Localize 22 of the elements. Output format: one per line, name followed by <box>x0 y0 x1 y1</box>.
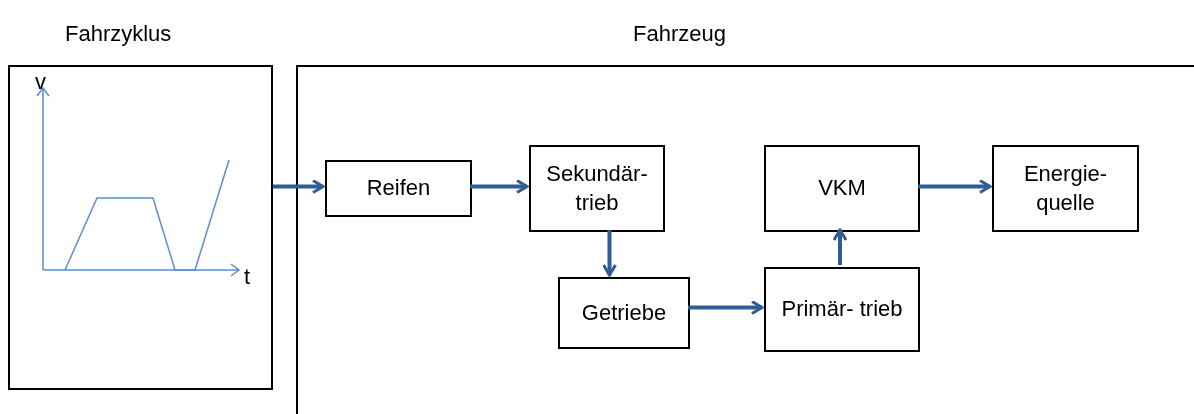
group-title: Fahrzeug <box>633 21 726 47</box>
box-label: Sekundär- trieb <box>545 159 649 217</box>
box-label: VKM <box>817 174 867 203</box>
axis-label: v <box>35 69 46 95</box>
box-label: Getriebe <box>580 298 668 327</box>
process-box <box>325 160 472 217</box>
arrow <box>602 230 617 277</box>
arrow <box>918 179 992 194</box>
arrow <box>688 300 764 315</box>
axis-label: t <box>244 264 251 290</box>
process-box <box>529 145 665 232</box>
group-title: Fahrzyklus <box>65 21 172 47</box>
arrow <box>832 228 848 265</box>
box-label: Energie- quelle <box>1022 159 1109 217</box>
box-label: Reifen <box>365 174 432 203</box>
process-box <box>558 277 690 349</box>
process-box <box>764 267 920 352</box>
arrow <box>273 179 325 194</box>
process-box <box>992 145 1139 232</box>
process-box <box>764 145 920 232</box>
box-label: Primär- trieb <box>780 295 904 324</box>
arrow <box>470 179 529 194</box>
